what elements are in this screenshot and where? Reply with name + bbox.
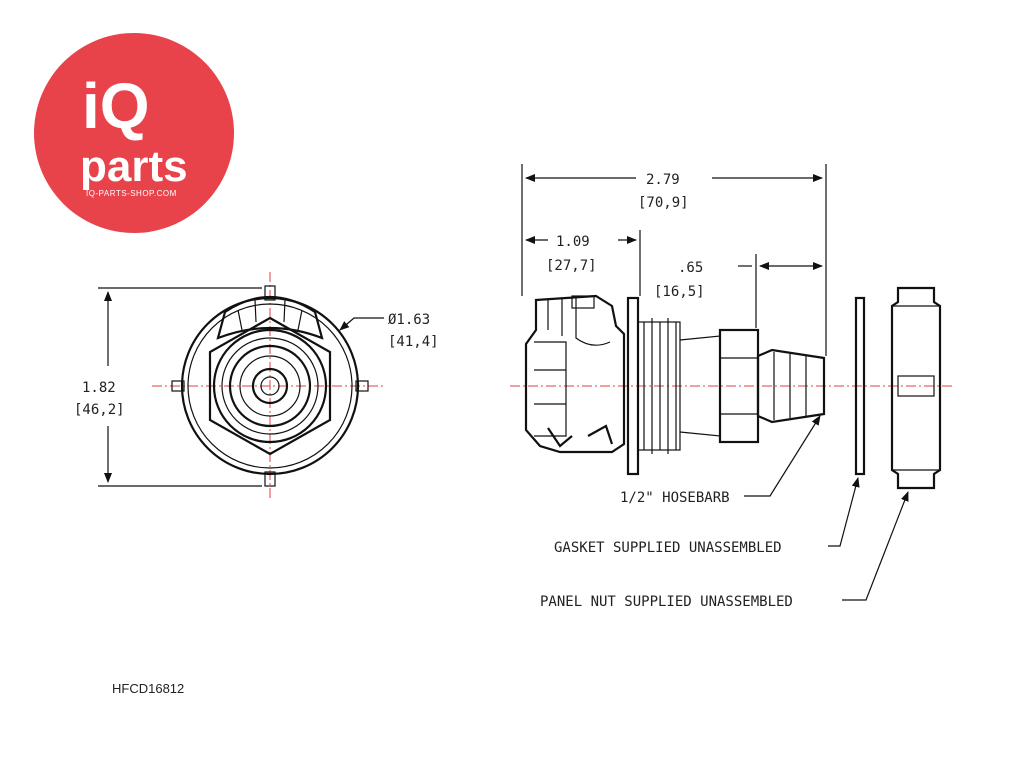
logo-url-text: IQ-PARTS-SHOP.COM	[86, 189, 177, 198]
coupling-latch-lower	[547, 424, 614, 448]
body-length-value-mm: [27,7]	[546, 258, 597, 274]
logo-circle	[34, 33, 234, 233]
front-ring-2	[221, 337, 319, 435]
overall-length-value-mm: [70,9]	[638, 195, 689, 211]
front-pin-bottom	[264, 471, 276, 487]
threaded-section	[637, 321, 681, 451]
front-ring-4	[239, 355, 301, 417]
logo-parts-text: parts	[80, 142, 188, 191]
front-bore	[260, 376, 280, 396]
front-flange-inner-edge	[187, 303, 353, 469]
diameter-value-mm: [41,4]	[388, 334, 439, 350]
front-hex-body	[208, 316, 332, 456]
side-view: 2.79 [70,9] 1.09 [27,7] .65 [16,5] 1/2" …	[510, 164, 952, 610]
panel-nut-leader	[842, 491, 909, 601]
front-pin-right	[355, 380, 369, 392]
gasket-callout: GASKET SUPPLIED UNASSEMBLED	[554, 540, 782, 556]
hose-barb	[756, 348, 826, 424]
hose-barb-ridges	[773, 352, 807, 420]
front-ring-5	[251, 367, 289, 405]
barb-length-value: .65	[678, 260, 703, 276]
diameter-leader	[339, 317, 384, 331]
hosebarb-leader	[744, 415, 821, 497]
body-length-value: 1.09	[556, 234, 590, 250]
panel-nut-notch	[897, 375, 935, 397]
logo-iq-text: iQ	[82, 70, 150, 142]
front-view: 1.82 [46,2] Ø1.63 [41,4]	[74, 272, 439, 500]
diameter-value: Ø1.63	[388, 312, 430, 328]
overall-length-value: 2.79	[646, 172, 680, 188]
front-ring-1	[212, 328, 328, 444]
gasket	[854, 296, 866, 476]
coupling-body	[524, 294, 626, 454]
part-number: HFCD16812	[112, 681, 184, 696]
front-latch-ribs	[237, 299, 303, 331]
gasket-leader	[828, 477, 860, 547]
panel-nut	[890, 286, 942, 490]
front-latch-top	[216, 296, 324, 340]
coupling-latch-button	[571, 295, 595, 309]
front-pin-top	[264, 285, 276, 301]
hosebarb-callout: 1/2" HOSEBARB	[620, 490, 730, 506]
thread-lines	[643, 318, 677, 454]
panel-nut-callout: PANEL NUT SUPPLIED UNASSEMBLED	[540, 594, 793, 610]
front-pin-left	[171, 380, 185, 392]
barb-length-value-mm: [16,5]	[654, 284, 705, 300]
coupling-hex-face	[534, 341, 567, 437]
height-value: 1.82	[82, 380, 116, 396]
coupling-latch-lines	[547, 298, 611, 346]
front-ring-3	[228, 344, 312, 428]
brand-logo: iQ parts IQ-PARTS-SHOP.COM	[34, 33, 234, 233]
height-value-mm: [46,2]	[74, 402, 125, 418]
